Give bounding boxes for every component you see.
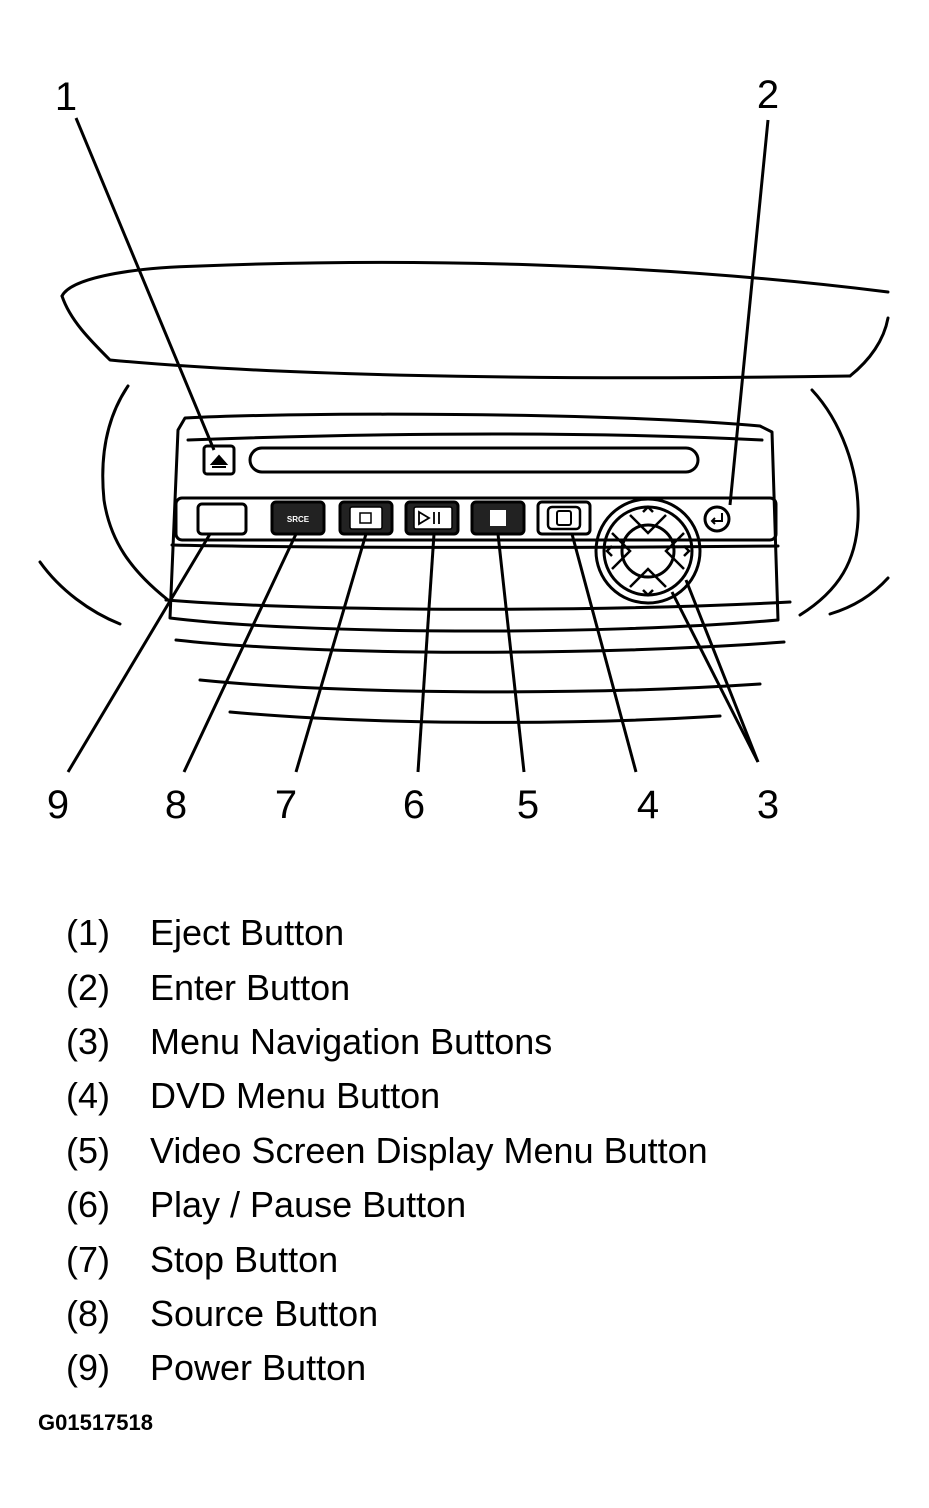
nav-center — [620, 523, 676, 579]
legend-number: (4) — [66, 1075, 110, 1117]
enter-icon — [710, 513, 723, 525]
disc-slot — [248, 446, 700, 474]
leader-line-9 — [66, 533, 212, 773]
trim-4 — [198, 678, 762, 694]
leader-line-1 — [74, 117, 216, 451]
callout-1: 1 — [55, 75, 77, 119]
play-pause-icon — [418, 510, 440, 526]
console-top-edge — [60, 260, 890, 298]
legend-item: (7) Stop Button — [66, 1232, 708, 1286]
trim-2 — [164, 598, 792, 611]
figure-id: G01517518 — [38, 1410, 153, 1435]
power-button[interactable] — [196, 502, 248, 536]
legend-item: (5) Video Screen Display Menu Button — [66, 1124, 708, 1178]
legend-label: Stop Button — [150, 1238, 339, 1280]
legend-item: (6) Play / Pause Button — [66, 1178, 708, 1232]
legend-number: (9) — [66, 1347, 110, 1389]
callout-6: 6 — [403, 783, 425, 827]
source-button[interactable]: SRCE — [270, 500, 326, 536]
eject-icon — [209, 454, 229, 468]
legend-list: (1) Eject Button (2) Enter Button (3) Menu … — [66, 906, 708, 1396]
console-side-right — [798, 388, 860, 617]
leader-line-2 — [728, 119, 770, 506]
trim-5 — [228, 710, 722, 724]
callout-7: 7 — [275, 783, 297, 827]
legend-item: (1) Eject Button — [66, 906, 708, 960]
legend-label: Play / Pause Button — [150, 1184, 467, 1226]
trim-1 — [170, 543, 780, 549]
dvd-menu-button[interactable] — [536, 500, 592, 536]
callout-4: 4 — [637, 783, 659, 827]
console-side-left — [101, 384, 170, 602]
legend-label: Menu Navigation Buttons — [150, 1020, 553, 1062]
trim-3 — [174, 638, 786, 654]
console-lip-right — [848, 316, 890, 378]
nav-right-icon — [683, 545, 691, 557]
source-button-label: SRCE — [287, 515, 310, 524]
legend-item: (2) Enter Button — [66, 960, 708, 1014]
legend-label: Video Screen Display Menu Button — [150, 1129, 708, 1171]
faceplate-inner — [186, 432, 764, 442]
headliner-left — [38, 560, 122, 626]
console-lip — [60, 294, 852, 380]
play-pause-button[interactable] — [404, 500, 460, 536]
legend-label: Enter Button — [150, 966, 351, 1008]
eject-button[interactable] — [202, 444, 236, 476]
navigation-pad[interactable] — [594, 497, 702, 605]
legend-item: (9) Power Button — [66, 1341, 708, 1395]
legend-item: (8) Source Button — [66, 1287, 708, 1341]
dvd-console-diagram: SRCE — [38, 73, 890, 827]
leader-line-3a — [670, 591, 760, 763]
callout-5: 5 — [517, 783, 539, 827]
leader-line-8 — [182, 533, 298, 773]
legend-number: (3) — [66, 1020, 110, 1062]
legend-item: (3) Menu Navigation Buttons — [66, 1015, 708, 1069]
legend-label: Eject Button — [150, 912, 345, 954]
legend-number: (8) — [66, 1292, 110, 1334]
callout-2: 2 — [757, 73, 779, 117]
callout-9: 9 — [47, 783, 69, 827]
leader-line-4 — [570, 533, 638, 773]
leader-line-6 — [416, 533, 436, 773]
leader-line-3b — [684, 579, 760, 763]
legend-number: (7) — [66, 1238, 110, 1280]
nav-down-icon — [642, 589, 654, 597]
display-menu-button[interactable] — [470, 500, 526, 536]
stop-icon — [359, 512, 372, 524]
legend-label: DVD Menu Button — [150, 1075, 441, 1117]
enter-button[interactable] — [703, 505, 731, 533]
legend-label: Power Button — [150, 1347, 367, 1389]
legend-label: Source Button — [150, 1292, 379, 1334]
legend-number: (6) — [66, 1184, 110, 1226]
nav-up-icon — [642, 505, 654, 513]
callout-8: 8 — [165, 783, 187, 827]
legend-number: (5) — [66, 1129, 110, 1171]
callout-3: 3 — [757, 783, 779, 827]
leader-line-7 — [294, 533, 368, 773]
legend-number: (1) — [66, 912, 110, 954]
leader-line-5 — [496, 533, 526, 773]
headliner-right — [828, 576, 890, 616]
button-strip — [174, 496, 778, 542]
legend-number: (2) — [66, 966, 110, 1008]
nav-left-icon — [605, 545, 613, 557]
stop-button[interactable] — [338, 500, 394, 536]
legend-item: (4) DVD Menu Button — [66, 1069, 708, 1123]
